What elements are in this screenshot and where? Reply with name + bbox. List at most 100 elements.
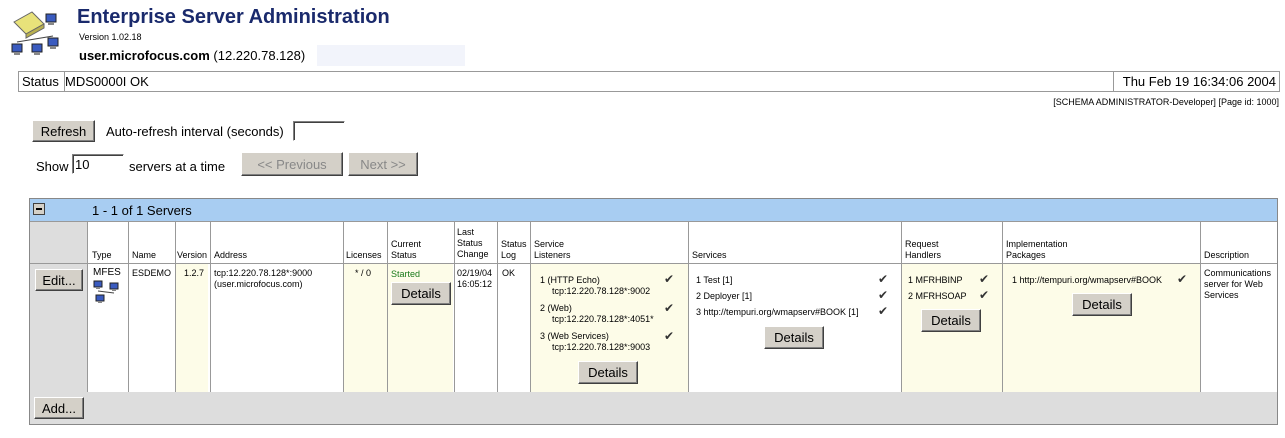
service-item: 1 Test [1] — [696, 275, 733, 285]
listener-name: 3 (Web Services) — [540, 331, 609, 341]
listener-item: 1 (HTTP Echo)tcp:12.220.78.128*:9002 — [540, 275, 650, 297]
handlers-details-button[interactable]: Details — [921, 309, 981, 332]
show-label: Show — [36, 159, 69, 174]
status-datetime: Thu Feb 19 16:34:06 2004 — [1113, 72, 1279, 91]
last-change-time: 16:05:12 — [457, 279, 493, 289]
auto-refresh-label: Auto-refresh interval (seconds) — [106, 124, 284, 139]
header-divider — [30, 221, 1277, 222]
col-sep — [1002, 221, 1003, 392]
col-last-change-line1: Last — [457, 227, 475, 237]
servers-table: 1 - 1 of 1 Servers Type Name Version Add… — [29, 198, 1278, 425]
listener-item: 3 (Web Services)tcp:12.220.78.128*:9003 — [540, 331, 650, 353]
status-bar: Status MDS0000I OK Thu Feb 19 16:34:06 2… — [18, 71, 1280, 92]
listener-address: tcp:12.220.78.128*:9002 — [552, 286, 651, 296]
col-status-log-line1: Status — [501, 239, 527, 249]
add-server-button[interactable]: Add... — [34, 397, 84, 419]
next-button[interactable]: Next >> — [348, 152, 418, 176]
server-network-logo-icon — [10, 8, 62, 60]
previous-button[interactable]: << Previous — [241, 152, 343, 176]
col-sep — [1200, 221, 1201, 392]
checkmark-icon: ✔ — [664, 272, 675, 286]
col-name: Name — [132, 250, 157, 260]
row-divider — [30, 263, 1277, 264]
current-status-value: Started — [391, 269, 421, 279]
licenses-cell-bg — [343, 264, 387, 392]
packages-cell-bg — [1002, 264, 1200, 392]
version-cell-bg — [175, 264, 208, 392]
col-version: Version — [177, 250, 208, 260]
col-sep — [530, 221, 531, 392]
host-name: user.microfocus.com — [79, 48, 210, 63]
auto-refresh-input[interactable] — [293, 121, 345, 141]
col-sep — [387, 221, 388, 392]
col-current-status-line1: Current — [391, 239, 422, 249]
col-packages-line1: Implementation — [1006, 239, 1068, 249]
col-current-status-line2: Status — [391, 250, 417, 260]
col-handlers-line1: Request — [905, 239, 939, 249]
server-type: MFES — [93, 267, 121, 278]
servers-per-page-input[interactable] — [72, 154, 124, 174]
col-status-log-line2: Log — [501, 250, 517, 260]
host-highlight-box — [317, 45, 465, 66]
col-sep — [210, 221, 211, 392]
col-last-change-line3: Change — [457, 249, 489, 259]
server-count-label: 1 - 1 of 1 Servers — [92, 203, 192, 218]
col-description: Description — [1204, 250, 1250, 260]
listener-address: tcp:12.220.78.128*:9003 — [552, 342, 651, 352]
col-sep — [454, 221, 455, 392]
checkmark-icon: ✔ — [664, 329, 675, 343]
col-address: Address — [214, 250, 248, 260]
col-sep — [901, 221, 902, 392]
host-ip: (12.220.78.128) — [213, 48, 306, 63]
checkmark-icon: ✔ — [878, 272, 889, 286]
col-sep — [175, 221, 176, 392]
col-licenses: Licenses — [346, 250, 382, 260]
checkmark-icon: ✔ — [1177, 272, 1188, 286]
col-sep — [688, 221, 689, 392]
listeners-details-button[interactable]: Details — [578, 361, 638, 384]
service-item: 3 http://tempuri.org/wmapserv#BOOK [1] — [696, 307, 859, 317]
checkmark-icon: ✔ — [664, 301, 675, 315]
col-sep — [343, 221, 344, 392]
app-title: Enterprise Server Administration — [77, 6, 390, 28]
checkmark-icon: ✔ — [878, 288, 889, 302]
col-listeners-line2: Listeners — [534, 250, 571, 260]
handler-item: 2 MFRHSOAP — [908, 291, 967, 301]
checkmark-icon: ✔ — [979, 288, 990, 302]
user-page-info: [SCHEMA ADMINISTRATOR-Developer] [Page i… — [1053, 97, 1279, 107]
edit-server-button[interactable]: Edit... — [35, 269, 83, 291]
server-address-line2: (user.microfocus.com) — [214, 279, 303, 289]
services-details-button[interactable]: Details — [764, 326, 824, 349]
last-change-date: 02/19/04 — [457, 268, 493, 278]
listener-item: 2 (Web)tcp:12.220.78.128*:4051* — [540, 303, 654, 325]
col-packages-line2: Packages — [1006, 250, 1046, 260]
listener-name: 1 (HTTP Echo) — [540, 275, 600, 285]
server-version: 1.2.7 — [184, 268, 205, 278]
col-handlers-line2: Handlers — [905, 250, 942, 260]
handler-item: 1 MFRHBINP — [908, 275, 963, 285]
server-licenses: * / 0 — [355, 268, 372, 278]
listener-address: tcp:12.220.78.128*:4051* — [552, 314, 654, 324]
description-line2: server for Web — [1204, 279, 1263, 289]
status-details-button[interactable]: Details — [391, 282, 451, 305]
packages-details-button[interactable]: Details — [1072, 293, 1132, 316]
col-sep — [497, 221, 498, 392]
checkmark-icon: ✔ — [878, 304, 889, 318]
server-network-icon — [92, 279, 122, 307]
status-message: MDS0000I OK — [65, 74, 149, 89]
host-label: user.microfocus.com (12.220.78.128) — [79, 48, 305, 63]
refresh-button[interactable]: Refresh — [32, 120, 95, 142]
collapse-icon[interactable] — [33, 203, 45, 215]
col-listeners-line1: Service — [534, 239, 565, 249]
status-log-value: OK — [502, 268, 516, 278]
server-name: ESDEMO — [132, 268, 172, 278]
checkmark-icon: ✔ — [979, 272, 990, 286]
description-line3: Services — [1204, 290, 1239, 300]
